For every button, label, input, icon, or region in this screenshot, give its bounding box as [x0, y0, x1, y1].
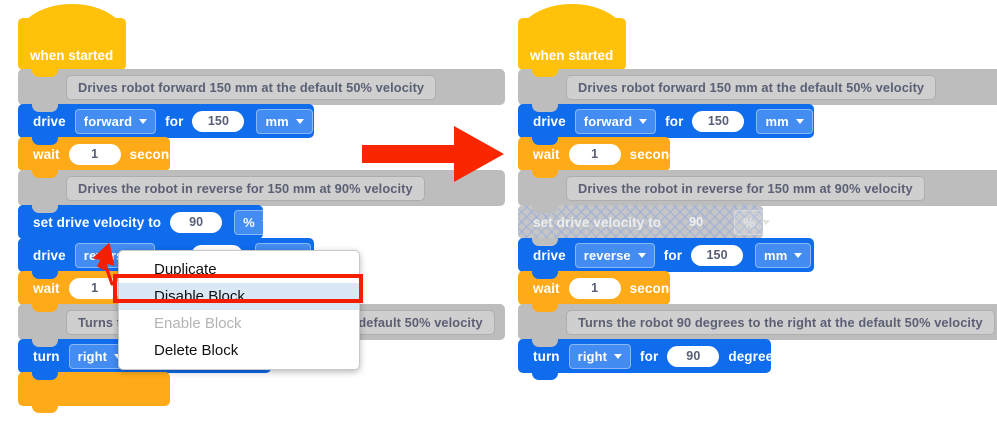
hat-block-when-started[interactable]: when started: [18, 4, 126, 77]
drive-verb-label: drive: [33, 247, 66, 263]
hat-dome: [18, 4, 126, 44]
after-state-panel: when started Drives robot forward 150 mm…: [500, 0, 997, 445]
wait-block[interactable]: wait 1 seconds: [18, 137, 185, 178]
velocity-input[interactable]: 90: [170, 211, 223, 233]
comment-block[interactable]: Drives the robot in reverse for 150 mm a…: [18, 170, 505, 213]
comment-block[interactable]: Drives robot forward 150 mm at the defau…: [18, 69, 505, 112]
partial-block-cutoff[interactable]: [18, 372, 170, 413]
menu-item-duplicate[interactable]: Duplicate: [154, 261, 217, 278]
hat-dome: [518, 4, 626, 44]
chevron-down-icon: [139, 118, 148, 124]
direction-dropdown[interactable]: reverse: [574, 242, 655, 268]
turn-direction-dropdown[interactable]: right: [568, 343, 632, 369]
for-label: for: [665, 113, 684, 129]
comment-text: Drives the robot in reverse for 150 mm a…: [66, 175, 425, 201]
wait-unit-label: seconds: [629, 280, 686, 296]
distance-input[interactable]: 150: [691, 244, 744, 266]
run-block-icon[interactable]: [791, 350, 803, 362]
wait-verb-label: wait: [533, 146, 560, 162]
turn-verb-label: turn: [33, 348, 60, 364]
direction-dropdown[interactable]: forward: [574, 108, 657, 134]
chevron-down-icon: [637, 252, 646, 258]
unit-value: mm: [764, 247, 788, 263]
wait-block[interactable]: wait 1 seconds: [518, 271, 685, 312]
wait-seconds-input[interactable]: 1: [568, 277, 621, 299]
chevron-down-icon: [794, 252, 803, 258]
direction-value: forward: [583, 113, 633, 129]
set-drive-velocity-block[interactable]: set drive velocity to 90 %: [18, 205, 279, 246]
comment-text: Drives the robot in reverse for 150 mm a…: [566, 175, 925, 201]
context-menu[interactable]: Duplicate Disable Block Enable Block Del…: [118, 250, 360, 370]
drive-verb-label: drive: [33, 113, 66, 129]
hat-block-label: when started: [30, 48, 114, 63]
chevron-down-icon: [639, 118, 648, 124]
turn-degrees-input[interactable]: 90: [667, 345, 720, 367]
turn-direction-value: right: [77, 348, 108, 364]
hat-block-label: when started: [530, 48, 614, 63]
hat-block-when-started[interactable]: when started: [518, 4, 626, 77]
wait-verb-label: wait: [33, 146, 60, 162]
drive-verb-label: drive: [533, 247, 566, 263]
distance-input[interactable]: 150: [192, 110, 245, 132]
comment-block[interactable]: Drives the robot in reverse for 150 mm a…: [518, 170, 997, 213]
for-label: for: [165, 113, 184, 129]
wait-unit-label: seconds: [129, 146, 186, 162]
run-block-icon[interactable]: [826, 115, 838, 127]
distance-input[interactable]: 150: [692, 110, 745, 132]
drive-block-forward[interactable]: drive forward for 150 mm: [518, 104, 838, 145]
unit-dropdown[interactable]: mm: [756, 108, 813, 134]
unit-value: mm: [265, 113, 289, 129]
comment-block[interactable]: Turns the robot 90 degrees to the right …: [518, 304, 997, 347]
direction-value: forward: [83, 113, 133, 129]
velocity-unit-value: %: [743, 214, 755, 230]
run-block-icon[interactable]: [326, 115, 338, 127]
wait-verb-label: wait: [533, 280, 560, 296]
run-block-icon[interactable]: [825, 249, 837, 261]
velocity-label: set drive velocity to: [533, 214, 662, 230]
menu-item-delete-block[interactable]: Delete Block: [154, 342, 239, 359]
mouse-pointer-icon: [93, 243, 115, 286]
comment-text: Turns the robot 90 degrees to the right …: [566, 309, 995, 335]
unit-dropdown[interactable]: mm: [256, 108, 313, 134]
comment-block[interactable]: Drives robot forward 150 mm at the defau…: [518, 69, 997, 112]
direction-dropdown[interactable]: forward: [74, 108, 157, 134]
chevron-down-icon: [795, 118, 804, 124]
menu-item-disable-block[interactable]: Disable Block: [119, 283, 359, 310]
chevron-down-icon: [261, 219, 270, 225]
wait-seconds-input[interactable]: 1: [68, 143, 121, 165]
wait-verb-label: wait: [33, 280, 60, 296]
comment-text: Drives robot forward 150 mm at the defau…: [66, 74, 437, 100]
turn-verb-label: turn: [533, 348, 560, 364]
velocity-input[interactable]: 90: [689, 215, 704, 229]
set-drive-velocity-block-disabled[interactable]: set drive velocity to 90 %: [518, 205, 779, 246]
turn-block[interactable]: turn right for 90 degrees: [518, 339, 803, 380]
velocity-unit-value: %: [243, 214, 255, 230]
wait-seconds-input[interactable]: 1: [568, 143, 621, 165]
velocity-unit-dropdown[interactable]: %: [234, 209, 279, 235]
velocity-label: set drive velocity to: [33, 214, 162, 230]
chevron-down-icon: [614, 353, 623, 359]
wait-unit-label: seconds: [629, 146, 686, 162]
chevron-down-icon: [295, 118, 304, 124]
for-label: for: [663, 247, 683, 263]
menu-item-enable-block: Enable Block: [154, 315, 242, 332]
wait-block[interactable]: wait 1 seconds: [518, 137, 685, 178]
wait-seconds-input[interactable]: 1: [68, 277, 121, 299]
comment-text: Drives robot forward 150 mm at the defau…: [566, 74, 937, 100]
chevron-down-icon: [761, 219, 770, 225]
turn-unit-label: degrees: [728, 348, 781, 364]
for-label: for: [640, 348, 659, 364]
turn-direction-value: right: [577, 348, 608, 364]
unit-value: mm: [765, 113, 789, 129]
direction-value: reverse: [583, 247, 631, 263]
drive-block-reverse[interactable]: drive reverse for 150 mm: [518, 238, 837, 279]
block-stack-after: when started Drives robot forward 150 mm…: [518, 4, 997, 380]
right-arrow-icon: [362, 126, 504, 182]
unit-dropdown[interactable]: mm: [755, 242, 812, 268]
drive-verb-label: drive: [533, 113, 566, 129]
drive-block-forward[interactable]: drive forward for 150 mm: [18, 104, 338, 145]
before-state-panel: when started Drives robot forward 150 mm…: [0, 0, 505, 445]
velocity-unit-dropdown[interactable]: %: [734, 209, 779, 235]
